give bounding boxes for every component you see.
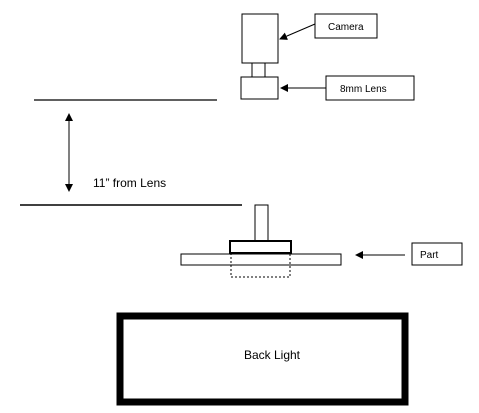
camera-body	[241, 13, 279, 64]
lens-8mm	[240, 76, 279, 100]
part-label: Part	[420, 250, 439, 261]
lens-label: 8mm Lens	[340, 84, 387, 95]
camera-label-box	[314, 13, 378, 39]
camera-lens-mount	[251, 62, 266, 78]
camera-pointer-arrow	[279, 23, 316, 40]
back-light	[116, 312, 409, 406]
camera-label: Camera	[328, 22, 364, 33]
part-fixture-plate	[180, 253, 342, 266]
part-pin	[254, 204, 269, 242]
part-top	[229, 240, 292, 254]
back-light-label: Back Light	[244, 348, 301, 362]
part-label-box	[411, 242, 463, 266]
lens-label-box	[325, 75, 415, 101]
distance-label: 11” from Lens	[93, 176, 166, 190]
